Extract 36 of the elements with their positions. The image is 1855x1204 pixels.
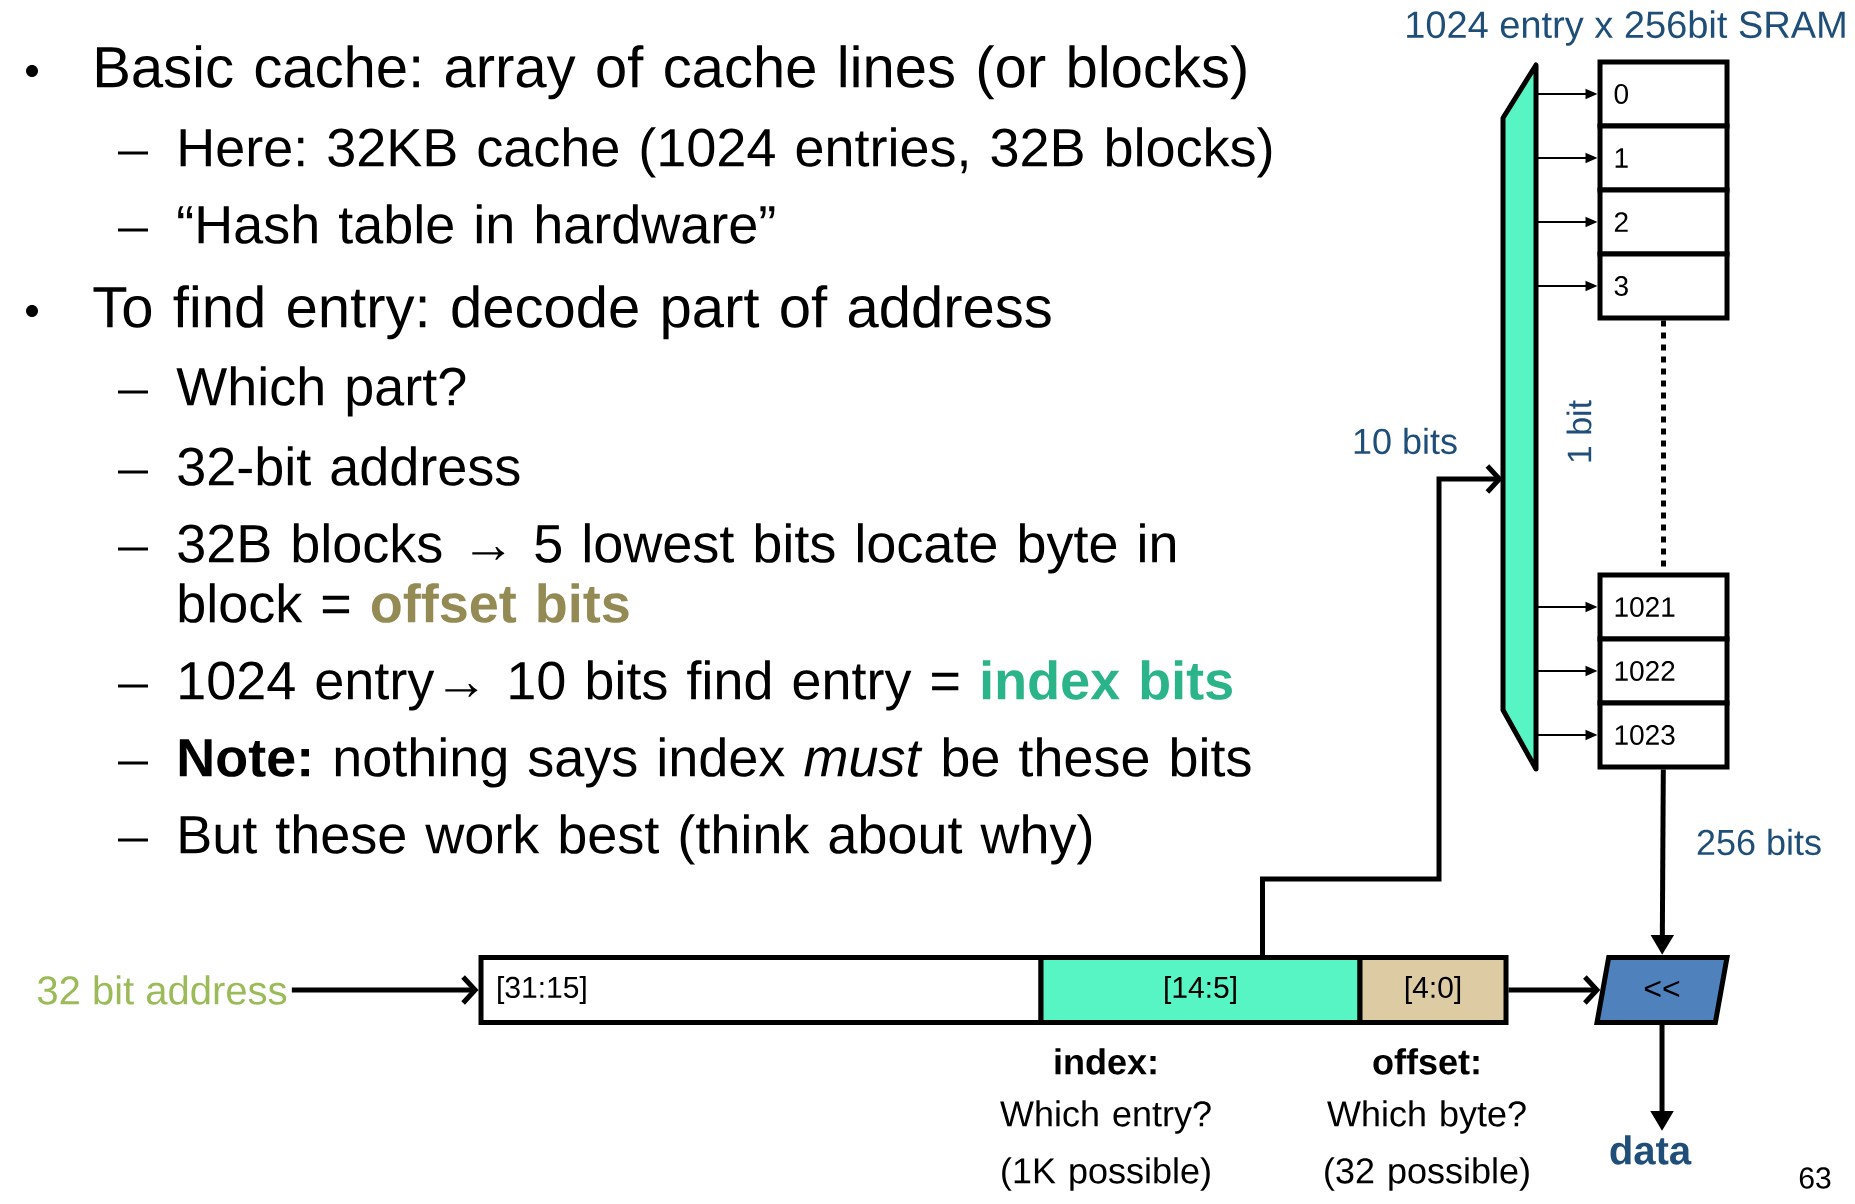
field-caption: Which byte? (32 possible) bbox=[1325, 1100, 1529, 1191]
sram-entry-box: 0 bbox=[1597, 59, 1730, 129]
sram-entry-box: 1023 bbox=[1597, 700, 1730, 770]
address-label: 32 bit address bbox=[37, 975, 287, 1005]
edge-label: 256 bits bbox=[1693, 826, 1825, 858]
bullet-text: 32B blocks → 5 lowest bits locate byte in block = offset bits bbox=[178, 523, 1175, 623]
page-number: 63 bbox=[1799, 1167, 1831, 1189]
bullet-text: “Hash table in hardware” bbox=[178, 204, 775, 244]
address-field-cell: [31:15] bbox=[478, 955, 1044, 1025]
sram-entry-box: 2 bbox=[1597, 187, 1730, 257]
bullet-text: Which part? bbox=[176, 366, 466, 417]
edge-label: 10 bits bbox=[1350, 425, 1461, 457]
bullet-text: Note: nothing says index must be these bits bbox=[179, 737, 1251, 788]
bullet-text: Here: 32KB cache (1024 entries, 32B blocks) bbox=[180, 127, 1272, 178]
bullet-text: Basic cache: array of cache lines (or blocks) bbox=[96, 45, 1246, 100]
bit-width-label: 1 bit bbox=[1566, 400, 1592, 462]
sram-entry-box: 3 bbox=[1597, 251, 1730, 321]
sram-title: 1024 entry x 256bit SRAM bbox=[1407, 10, 1845, 46]
bullet-text: 32-bit address bbox=[178, 446, 520, 486]
bullet-text: To find entry: decode part of address bbox=[93, 285, 1051, 340]
arrow bbox=[291, 975, 479, 1005]
sram-entry-box: 1022 bbox=[1597, 636, 1730, 706]
field-caption: offset: bbox=[1373, 1048, 1479, 1075]
address-field-cell: [14:5] bbox=[1038, 955, 1363, 1025]
bullet-text: But these work best (think about why) bbox=[180, 814, 1092, 865]
arrow bbox=[1260, 464, 1503, 955]
bullet-text: 1024 entry→ 10 bits find entry = index bits bbox=[180, 660, 1232, 711]
address-field-cell: [4:0] bbox=[1357, 955, 1509, 1025]
decoder-bar bbox=[1500, 62, 1539, 772]
sram-entry-box: 1 bbox=[1597, 123, 1730, 193]
arrow bbox=[1508, 975, 1601, 1005]
field-caption: index: bbox=[1055, 1048, 1156, 1075]
field-caption: Which entry? (1K possible) bbox=[1000, 1100, 1211, 1191]
sram-entry-box: 1021 bbox=[1597, 572, 1730, 642]
shifter-box: << bbox=[1594, 955, 1730, 1025]
output-label: data bbox=[1610, 1135, 1692, 1165]
